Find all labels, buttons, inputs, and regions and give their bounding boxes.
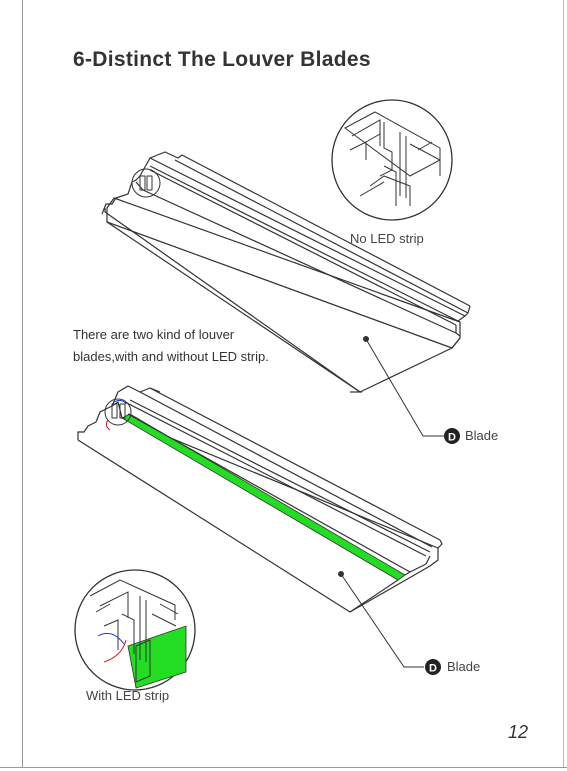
- svg-text:D: D: [448, 432, 456, 444]
- callout-label-blade-top: Blade: [465, 428, 499, 443]
- callout-leader-top: [363, 336, 444, 437]
- left-margin-rule: [22, 0, 23, 768]
- blade-illustration-top: [101, 151, 471, 393]
- description-text: There are two kind of louver blades,with…: [73, 324, 269, 368]
- section-title: 6-Distinct The Louver Blades: [73, 48, 371, 71]
- callout-label-blade-bottom: Blade: [447, 659, 481, 674]
- svg-text:D: D: [429, 663, 437, 675]
- page-number: 12: [508, 722, 529, 742]
- callout-leader-bottom: [338, 571, 424, 668]
- description-line-1: There are two kind of louver: [73, 327, 235, 342]
- right-margin-rule: [563, 0, 564, 768]
- description-line-2: blades,with and without LED strip.: [73, 349, 269, 364]
- bottom-margin-rule: [0, 767, 567, 768]
- detail-magnifier-bottom: [74, 569, 196, 691]
- caption-with-led-strip: With LED strip: [86, 688, 170, 703]
- callout-badge-bottom: D: [425, 659, 441, 675]
- callout-badge-top: D: [444, 428, 460, 444]
- blade-illustration-bottom: [77, 385, 443, 613]
- caption-no-led-strip: No LED strip: [350, 231, 424, 246]
- detail-magnifier-top: [331, 99, 453, 221]
